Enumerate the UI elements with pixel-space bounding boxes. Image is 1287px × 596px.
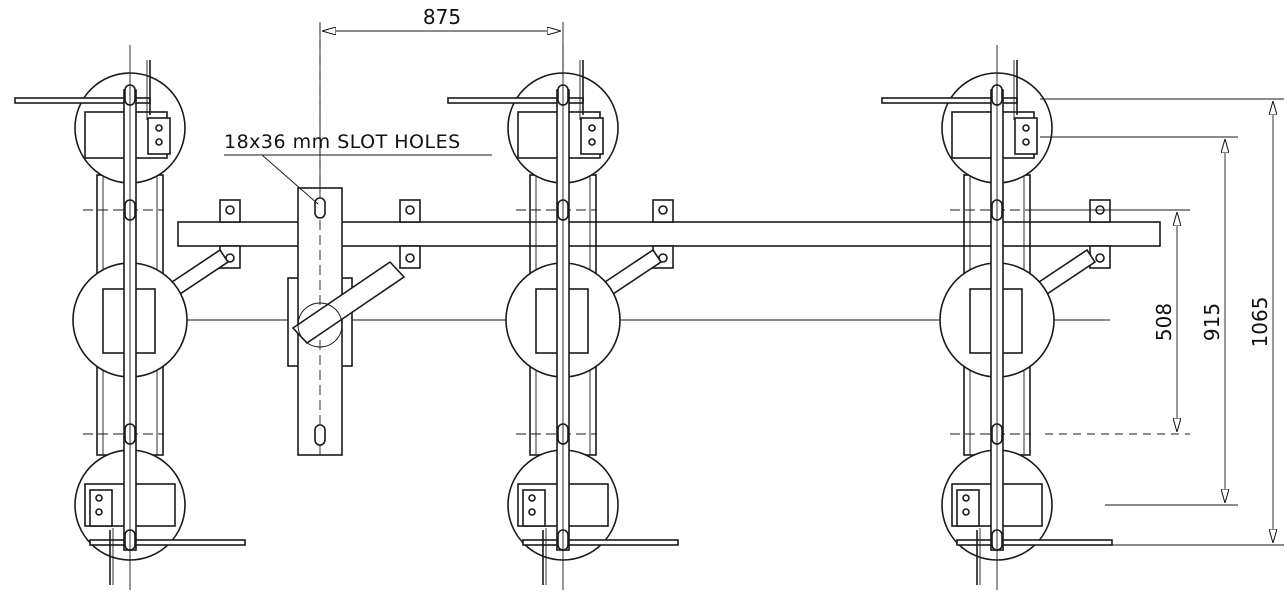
bolt bbox=[405, 205, 415, 215]
slot-holes-note-text: 18x36 mm SLOT HOLES bbox=[224, 131, 461, 153]
dimension-915-label: 915 bbox=[1200, 303, 1224, 341]
tool-unit bbox=[881, 45, 1113, 590]
bolt bbox=[225, 205, 235, 215]
tool-unit bbox=[14, 45, 246, 590]
dimension-508-label: 508 bbox=[1152, 303, 1176, 341]
dimension-1065-label: 1065 bbox=[1248, 297, 1272, 348]
dimension-1065: 1065 bbox=[1040, 98, 1284, 546]
bolt bbox=[658, 205, 668, 215]
beam-clamps bbox=[219, 199, 1111, 269]
tool-unit bbox=[447, 45, 679, 590]
dimension-508: 508 bbox=[1030, 209, 1190, 435]
slot-holes-note: 18x36 mm SLOT HOLES bbox=[224, 131, 492, 205]
bolt bbox=[405, 253, 415, 263]
slot-hole bbox=[314, 197, 326, 219]
beam-clamp bbox=[399, 199, 421, 269]
slot-hole bbox=[314, 424, 326, 446]
mounting-plate bbox=[287, 25, 406, 460]
tool-units bbox=[14, 45, 1113, 590]
dimension-915: 915 bbox=[1040, 136, 1238, 506]
tine-bottom bbox=[956, 539, 1113, 546]
tine-bottom bbox=[89, 539, 246, 546]
bolt bbox=[1095, 253, 1105, 263]
dimension-875-label: 875 bbox=[423, 5, 461, 29]
dimension-875: 875 bbox=[319, 5, 564, 190]
tine-bottom bbox=[522, 539, 679, 546]
